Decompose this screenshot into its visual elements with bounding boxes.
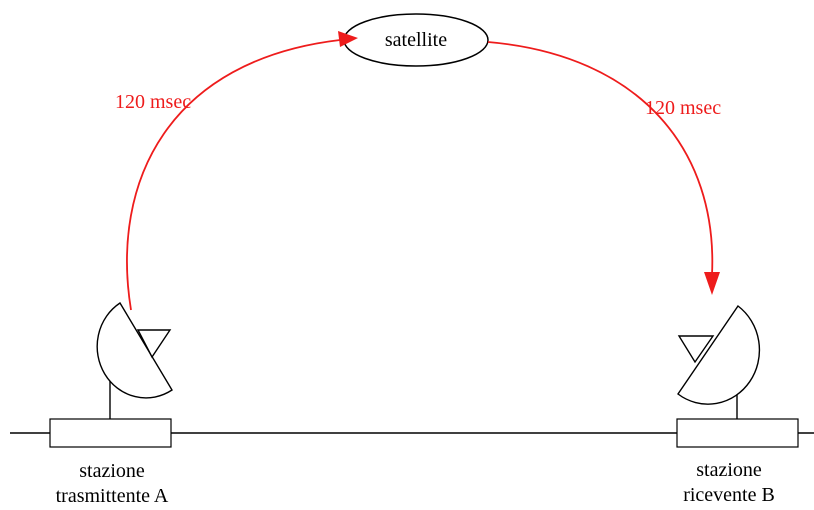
transmitter-box (49, 418, 172, 448)
downlink-arrowhead (704, 272, 720, 295)
downlink-delay-label: 120 msec (645, 97, 721, 119)
transmitter-label-line2: trasmittente A (56, 485, 169, 507)
receiver-feed-horn (677, 335, 715, 364)
receiver-label-line1: stazione (696, 459, 762, 481)
transmitter-label-line1: stazione (79, 460, 145, 482)
downlink-arrow (487, 41, 720, 295)
transmitter-dish-icon (96, 302, 173, 399)
transmitter-station (49, 302, 173, 448)
uplink-arrowhead (338, 31, 358, 47)
receiver-label-line2: ricevente B (683, 484, 775, 506)
transmitter-feed-horn (136, 329, 172, 359)
receiver-box (676, 418, 799, 448)
satellite-node: satellite (343, 13, 489, 67)
downlink-arc (487, 41, 714, 276)
receiver-dish-icon (677, 304, 761, 405)
receiver-station (676, 304, 799, 448)
uplink-delay-label: 120 msec (115, 91, 191, 113)
uplink-arc (126, 39, 341, 311)
satellite-label: satellite (385, 29, 447, 51)
uplink-arrow (126, 31, 358, 311)
